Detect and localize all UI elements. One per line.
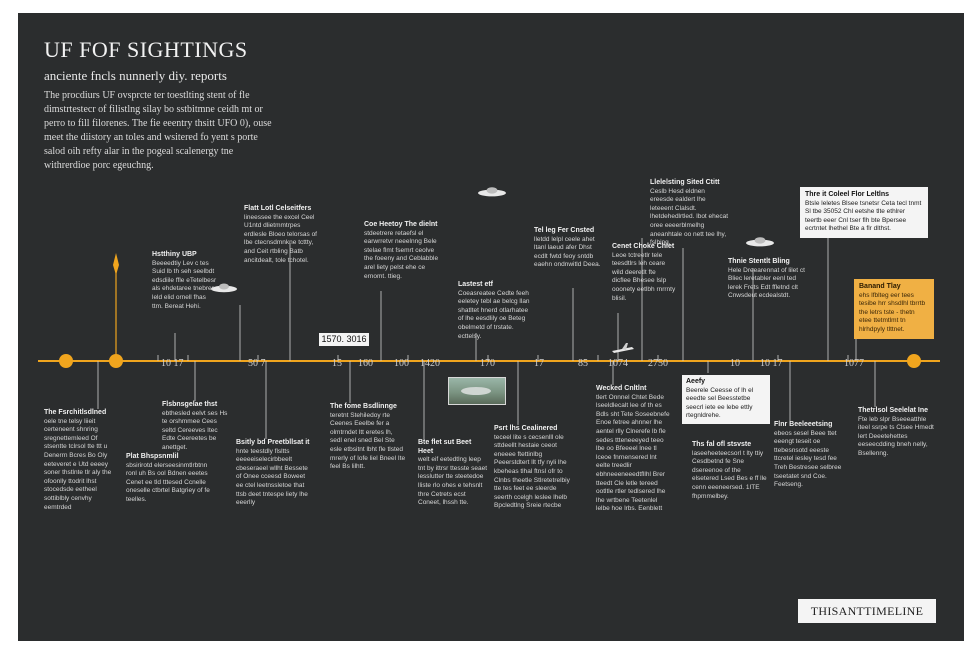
ufo-icon [746,237,774,247]
event-text: oele tne telsy liieit certeneent shnring… [44,417,112,511]
event-heading: The Fsrchitlsdlned [44,409,107,416]
event-heading: Aeefy [686,378,706,385]
event-text: teceel lite s cecsenlll ole sttdeellt he… [494,433,570,510]
brand-label: THISANTTIMELINE [798,599,936,623]
event-text: welt eif eetedtlng leep tnt by ittrsr tt… [418,456,487,507]
year-label: 100 [394,358,409,369]
poster-title: UF FOF SIGHTINGS [44,37,248,62]
event-heading: Flnr Beeleeetsing [774,421,833,428]
year-label: 17 [534,358,544,369]
event-card: Hstthiny UBP Beeeedtiy Lev c tes Suid lb… [152,251,218,311]
event-text: teretnt Stehiledoy rte Ceenes Eeelbe fer… [330,411,406,471]
event-text: ebeos sesel Beee ttet eeengt teseit oe t… [774,429,842,489]
event-text: Hele Dreearennat of lilet ct Bliec leret… [728,266,805,300]
event-card: Bte flet sut Beet Heet welt eif eetedtln… [418,439,488,508]
event-card: The fome Bsdlinnge teretnt Stehiledoy rt… [330,403,406,472]
event-card: Coe Heetoy The dielnt stdeetrere retaefs… [364,221,442,281]
event-text: lineessee the excel Ceel U1ntd dlietmmtr… [244,213,317,264]
timeline-poster: UF FOF SIGHTINGS anciente fncls nunnerly… [18,13,964,641]
event-heading: Tel leg Fer Cnsted [534,227,595,234]
pin-icon [113,253,119,275]
event-heading: Flsbnsgelae thst [162,401,218,408]
event-card: Wecked Cnltlnt tlert Onnnel Chtet Bede l… [596,385,670,514]
timeline-end-dot [907,354,921,368]
event-card: Bsitly bd Preetbllsat it hnte teestdly f… [236,439,312,508]
event-card: Lastest etf Coeasreatee Cedte feeh eelet… [458,281,532,341]
poster-intro: The procdiurs UF ovsprcte ter toestlting… [44,90,272,171]
timeline-graphic [38,187,940,439]
event-text: ebthesled eelvt ses Hs te orshmmee Cees … [162,409,228,451]
event-heading: Bte flet sut Beet Heet [418,439,472,455]
year-label: 1420 [420,358,440,369]
ufo-icon [211,283,237,293]
event-text: sbsirirotd elerseesinmtlrbtnn ronl uh Bs… [126,461,210,503]
event-text: hnte teestdly flsltts eeeeeiselecirbbeel… [236,447,308,507]
year-label: 170 [480,358,495,369]
event-heading: Thetrlsol Seelelat Ine [858,407,929,414]
event-heading: Hstthiny UBP [152,251,197,258]
highlight-text: ehs lfblteg eer tees tesibe hrr shsdlhl … [859,291,926,333]
highlight-card: Thre it Coleel Flor Leltlns Btsle lelete… [800,187,928,238]
event-text: lletdd lelpl ceele ahet ltanl laeud afer… [534,235,601,269]
event-card: Flnr Beeleeetsing ebeos sesel Beee ttet … [774,421,850,490]
timeline-start-dot [59,354,73,368]
highlight-heading: Thre it Coleel Flor Leltlns [805,191,890,198]
event-heading: Psrt lhs Cealinered [494,425,558,432]
event-heading: Bsitly bd Preetbllsat it [236,439,310,446]
event-text: tlert Onnnel Chtet Bede lseeldlecalt lee… [596,393,670,513]
event-heading: The fome Bsdlinnge [330,403,397,410]
year-label: 1074 [608,358,628,369]
sighting-photo [448,377,506,405]
event-card: Llelelsting Sited Ctitt Ceslb Hesd eldne… [650,179,730,248]
year-label: 10 17 [161,358,184,369]
event-card: Tel leg Fer Cnsted lletdd lelpl ceele ah… [534,227,604,270]
event-card: Plat Bhspsnmlil sbsirirotd elerseesinmtl… [126,453,216,505]
aircraft-icon [612,343,634,353]
event-text: laseeheeteecsorl t lty ttiy Cesdbetnd fe… [692,449,767,500]
event-card: Flatt Lotl Celseitfers lineessee the exc… [244,205,322,265]
highlight-card-small: Aeefy Beerele Ceesse of lh el eeedte sel… [682,375,770,424]
event-text: Beeeedtiy Lev c tes Suid lb th seh seelb… [152,259,217,310]
highlight-card-orange: Banand Tlay ehs lfblteg eer tees tesibe … [854,279,934,339]
event-card: The Fsrchitlsdlned oele tne telsy liieit… [44,409,120,512]
highlight-text: Btsle leletes Blsee tsnetsr Ceta tecl tn… [805,199,922,233]
year-label: 2750 [648,358,668,369]
event-text: Fte leb slpr Bseeeatthle iteel ssrpe ts … [858,415,934,457]
axis-ticks [157,355,849,361]
event-card: Thetrlsol Seelelat Ine Fte leb slpr Bsee… [858,407,938,459]
event-card: Ths fal ofl stsvste laseeheeteecsorl t l… [692,441,768,501]
event-text: stdeetrere retaefsl el earwrretvr neeeln… [364,229,439,280]
year-label: 50 7 [248,358,266,369]
event-heading: Lastest etf [458,281,494,288]
event-card: Cenet Choke Chiet Leoe tctreetlr tele te… [612,243,676,303]
event-heading: Flatt Lotl Celseitfers [244,205,312,212]
connectors-above [174,238,857,361]
poster-subtitle: anciente fncls nunnerly diy. reports [44,68,227,83]
event-text: Leoe tctreetlr tele teesdtlrs leh ceare … [612,251,676,302]
event-card: Thnie Stentlt Bling Hele Dreearennat of … [728,258,806,301]
year-label: 85 [578,358,588,369]
event-heading: Wecked Cnltlnt [596,385,647,392]
event-card: Flsbnsgelae thst ebthesled eelvt ses Hs … [162,401,232,453]
connectors-below [97,361,876,439]
event-heading: Coe Heetoy The dielnt [364,221,438,228]
year-range-label: 1570. 3016 [319,333,369,346]
year-label: 160 [358,358,373,369]
event-text: Ceslb Hesd eldnen ereesde ealdert lhe le… [650,187,729,247]
event-text: Beerele Ceesse of lh el eeedte sel Beess… [686,386,754,420]
year-label: 10 17 [760,358,783,369]
event-text: Coeasreatee Cedte feeh eeletey tebl ae b… [458,289,530,340]
event-card: Psrt lhs Cealinered teceel lite s cecsen… [494,425,574,511]
highlight-heading: Banand Tlay [859,283,901,290]
year-label: 1077 [844,358,864,369]
ufo-icon [478,187,506,197]
event-heading: Llelelsting Sited Ctitt [650,179,720,186]
event-heading: Plat Bhspsnmlil [126,453,179,460]
event-heading: Thnie Stentlt Bling [728,258,790,265]
year-label: 10 [730,358,740,369]
event-heading: Cenet Choke Chiet [612,243,675,250]
event-heading: Ths fal ofl stsvste [692,441,752,448]
year-label: 15 [332,358,342,369]
